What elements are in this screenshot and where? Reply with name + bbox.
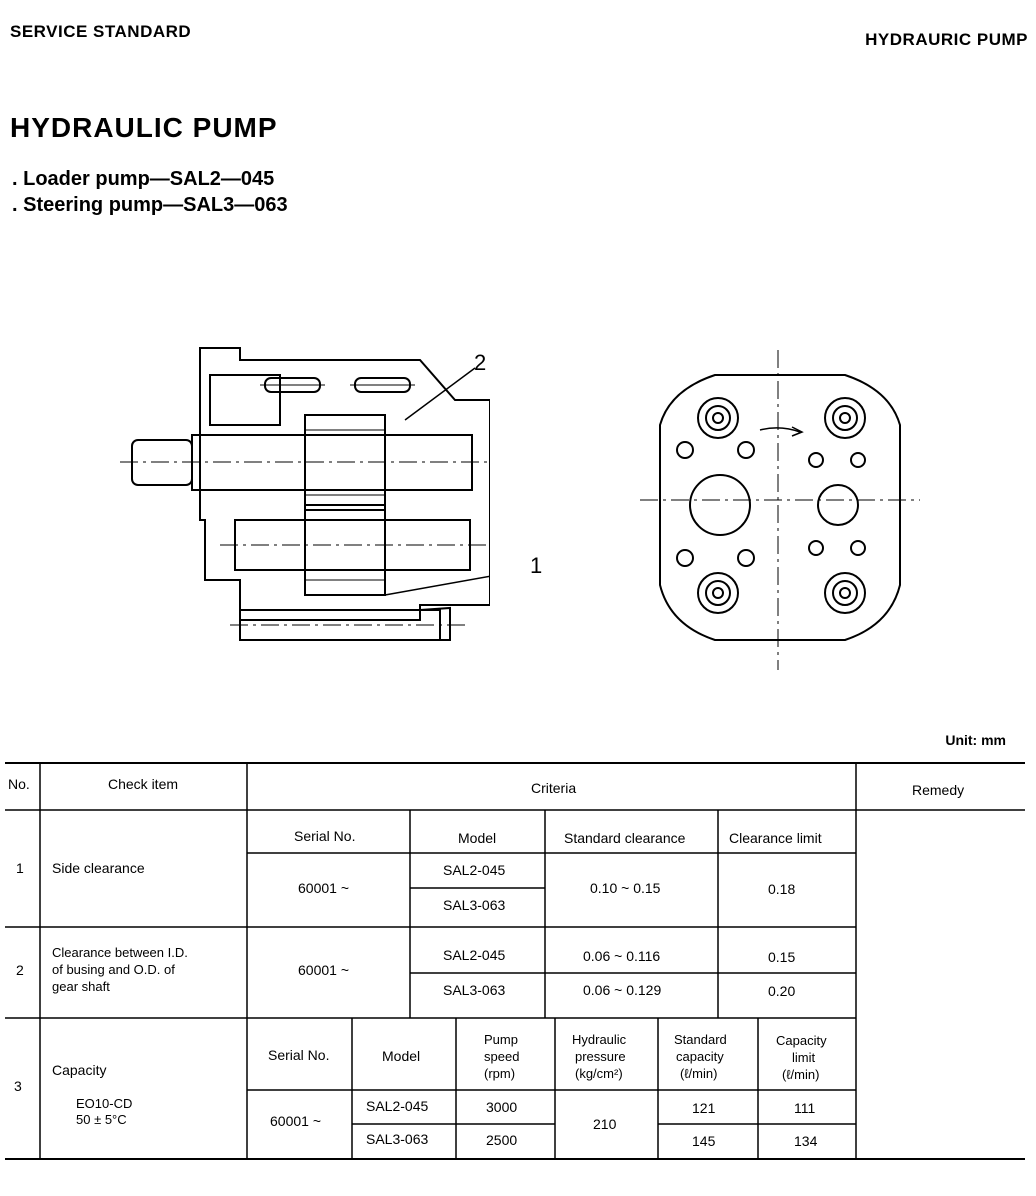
row2-model-a: SAL2-045 xyxy=(443,947,506,963)
row3-serial: 60001 ~ xyxy=(270,1113,321,1129)
row3-pressure: 210 xyxy=(593,1116,617,1132)
row3-condition-line1: EO10-CD xyxy=(76,1096,133,1111)
row3-h-limit-line3: (ℓ/min) xyxy=(782,1067,820,1082)
subtitle-steering-pump: . Steering pump—SAL3—063 xyxy=(12,194,288,216)
row1-h-limit: Clearance limit xyxy=(729,830,822,846)
header-right: HYDRAURIC PUMP xyxy=(865,30,1028,49)
row3-no: 3 xyxy=(14,1078,22,1094)
row2-limit-a: 0.15 xyxy=(768,949,796,965)
row1-h-std: Standard clearance xyxy=(564,830,686,846)
header-left: SERVICE STANDARD xyxy=(10,22,192,41)
row3-h-pressure-line1: Hydraulic xyxy=(572,1032,627,1047)
row3-h-std-line2: capacity xyxy=(676,1049,724,1064)
table-top-rule xyxy=(5,762,1025,764)
row3-model-a: SAL2-045 xyxy=(366,1098,429,1114)
subtitle-loader-pump: . Loader pump—SAL2—045 xyxy=(12,168,275,190)
pump-section-drawing xyxy=(120,347,490,641)
row3-h-speed-line2: speed xyxy=(484,1049,520,1064)
row3-h-serial: Serial No. xyxy=(268,1047,330,1063)
col-header-no: No. xyxy=(8,776,30,792)
row1-limit: 0.18 xyxy=(768,881,796,897)
row2-item-line3: gear shaft xyxy=(52,979,110,994)
row2-item-line1: Clearance between I.D. xyxy=(52,945,188,960)
row3-h-limit-line1: Capacity xyxy=(776,1033,827,1048)
unit-label: Unit: mm xyxy=(945,732,1006,748)
row3-std-a: 121 xyxy=(692,1100,716,1116)
row1-serial: 60001 ~ xyxy=(298,880,349,896)
row1-item: Side clearance xyxy=(52,860,145,876)
table-grid xyxy=(5,764,1025,1158)
row2-std-a: 0.06 ~ 0.116 xyxy=(583,948,661,964)
row3-h-pressure-line3: (kg/cm²) xyxy=(575,1066,623,1081)
row1-h-serial: Serial No. xyxy=(294,828,356,844)
row3-model-b: SAL3-063 xyxy=(366,1131,429,1147)
row2-std-b: 0.06 ~ 0.129 xyxy=(583,982,662,998)
callout-1: 1 xyxy=(530,553,543,578)
row2-serial: 60001 ~ xyxy=(298,962,349,978)
row3-h-std-line1: Standard xyxy=(674,1032,727,1047)
row2-no: 2 xyxy=(16,962,24,978)
table-bottom-rule xyxy=(5,1158,1025,1160)
row3-h-std-line3: (ℓ/min) xyxy=(680,1066,718,1081)
page-title: HYDRAULIC PUMP xyxy=(10,112,278,143)
col-header-check-item: Check item xyxy=(108,776,179,792)
row3-item: Capacity xyxy=(52,1062,107,1078)
col-header-criteria: Criteria xyxy=(531,780,577,796)
row3-h-speed-line1: Pump xyxy=(484,1032,518,1047)
row3-std-b: 145 xyxy=(692,1133,716,1149)
row1-model-a: SAL2-045 xyxy=(443,862,506,878)
row2-limit-b: 0.20 xyxy=(768,983,796,999)
row3-speed-b: 2500 xyxy=(486,1132,518,1148)
row3-limit-b: 134 xyxy=(794,1133,818,1149)
row3-h-model: Model xyxy=(382,1048,421,1064)
row1-std: 0.10 ~ 0.15 xyxy=(590,880,661,896)
col-header-remedy: Remedy xyxy=(912,782,965,798)
row1-no: 1 xyxy=(16,860,24,876)
row3-speed-a: 3000 xyxy=(486,1099,518,1115)
row3-h-speed-line3: (rpm) xyxy=(484,1066,516,1081)
pump-end-view-drawing xyxy=(640,350,920,670)
callout-2: 2 xyxy=(474,350,487,375)
row3-condition-line2: 50 ± 5°C xyxy=(76,1112,127,1127)
row2-model-b: SAL3-063 xyxy=(443,982,506,998)
row2-item-line2: of busing and O.D. of xyxy=(52,962,175,977)
row3-h-limit-line2: limit xyxy=(792,1050,816,1065)
row1-model-b: SAL3-063 xyxy=(443,897,506,913)
row3-h-pressure-line2: pressure xyxy=(575,1049,626,1064)
row3-limit-a: 111 xyxy=(794,1100,816,1116)
row1-h-model: Model xyxy=(458,830,497,846)
